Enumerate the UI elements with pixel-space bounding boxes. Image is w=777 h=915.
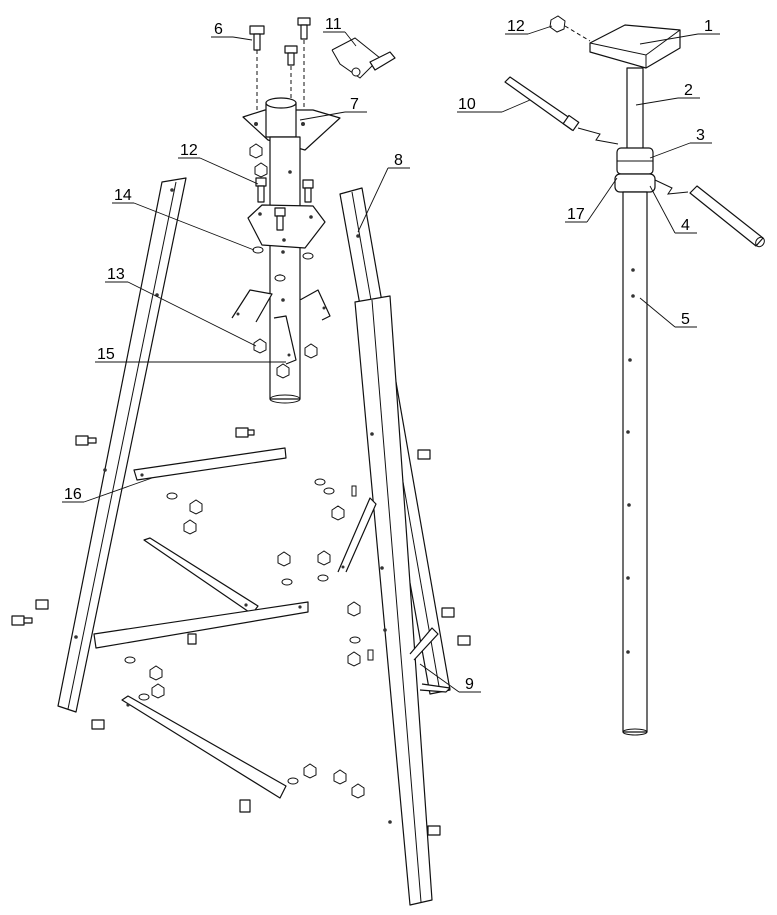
callout-8: 8 xyxy=(394,152,403,169)
center-tube xyxy=(269,136,301,404)
callout-13: 13 xyxy=(107,266,125,283)
loose-bolts xyxy=(11,427,471,836)
callout-leader-lines xyxy=(62,25,720,693)
lower-plate-and-bolts-part-12 xyxy=(247,177,326,249)
callout-12-right: 12 xyxy=(507,18,525,35)
stays-part-16 xyxy=(93,447,309,799)
callout-12-left: 12 xyxy=(180,142,198,159)
callout-3: 3 xyxy=(696,127,705,144)
callout-6: 6 xyxy=(214,21,223,38)
small-bolt-part-12-right xyxy=(549,15,591,42)
callout-2: 2 xyxy=(684,82,693,99)
callout-17: 17 xyxy=(567,206,585,223)
ring-part-4 xyxy=(614,173,656,193)
bolts-part-6-and-11 xyxy=(249,17,311,112)
callout-9: 9 xyxy=(465,676,474,693)
callout-14: 14 xyxy=(114,187,132,204)
loose-nuts-washers xyxy=(124,478,374,799)
leg-left xyxy=(57,177,187,713)
brackets-part-15 xyxy=(231,289,331,365)
top-shaft-part-2 xyxy=(626,67,644,155)
top-plate-part-7 xyxy=(242,97,341,151)
braces-part-9 xyxy=(337,497,451,693)
collar-part-3 xyxy=(616,147,654,175)
callout-10: 10 xyxy=(458,96,476,113)
callout-16: 16 xyxy=(64,486,82,503)
saddle-part-1 xyxy=(589,24,681,69)
callout-1: 1 xyxy=(704,18,713,35)
main-tube-part-5 xyxy=(622,191,648,736)
clip-pin-part-11 xyxy=(331,37,396,79)
callout-7: 7 xyxy=(350,96,359,113)
callout-4: 4 xyxy=(681,217,690,234)
callout-11: 11 xyxy=(325,16,342,33)
callout-15: 15 xyxy=(97,346,115,363)
callout-5: 5 xyxy=(681,311,690,328)
leg-front xyxy=(354,295,433,906)
callout-numbers: 1 2 3 4 5 6 7 8 9 10 11 12 12 13 14 15 1… xyxy=(64,16,713,693)
handle-rod-part-10 xyxy=(504,76,765,248)
